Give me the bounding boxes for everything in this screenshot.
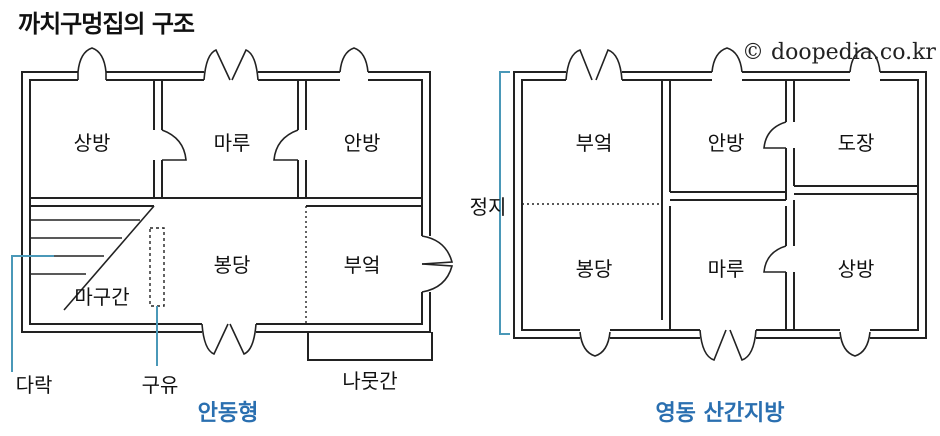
right-room-bueok: 부엌 bbox=[576, 131, 613, 155]
right-room-bongdang: 봉당 bbox=[576, 257, 613, 281]
left-top-door-3 bbox=[339, 47, 369, 84]
right-bottom-door-3 bbox=[839, 326, 871, 357]
guyu-trough bbox=[149, 227, 165, 307]
left-room-anbang: 안방 bbox=[344, 131, 381, 155]
left-floor-plan: 상방 마루 안방 봉당 부엌 마구간 다락 구유 나뭇간 안동형 bbox=[11, 47, 454, 426]
darak-loft bbox=[30, 205, 155, 311]
copyright-notice: © doopedia.co.kr bbox=[742, 40, 936, 65]
left-right-door bbox=[418, 235, 454, 293]
left-top-door-1 bbox=[77, 47, 107, 84]
right-top-door-1 bbox=[565, 49, 623, 84]
right-top-door-3 bbox=[849, 47, 881, 84]
namutgan-annex bbox=[307, 332, 433, 361]
left-room-bueok: 부엌 bbox=[344, 253, 381, 277]
left-room-sangbang: 상방 bbox=[74, 131, 111, 155]
right-room-sangbang: 상방 bbox=[838, 257, 875, 281]
right-bottom-door-2 bbox=[699, 326, 757, 361]
left-room-bongdang: 봉당 bbox=[214, 253, 251, 277]
callout-namutgan: 나뭇간 bbox=[342, 369, 397, 393]
right-floor-plan: 정지 부엌 안방 도장 봉당 마루 상방 영동 산간지방 bbox=[470, 47, 927, 426]
right-inner-wall bbox=[521, 79, 919, 331]
callout-jeongji: 정지 bbox=[470, 195, 507, 219]
left-inner-door-1 bbox=[152, 129, 187, 161]
right-caption: 영동 산간지방 bbox=[655, 401, 784, 426]
left-room-magugan: 마구간 bbox=[74, 285, 129, 309]
left-top-door-2 bbox=[203, 48, 259, 84]
callout-darak: 다락 bbox=[16, 373, 53, 397]
right-room-dojang: 도장 bbox=[838, 131, 875, 155]
diagram-title: 까치구멍집의 구조 bbox=[18, 10, 195, 38]
right-inner-door-1 bbox=[763, 121, 796, 149]
right-bottom-door-1 bbox=[579, 326, 611, 357]
right-room-anbang: 안방 bbox=[708, 131, 745, 155]
right-outer-wall bbox=[513, 71, 927, 339]
callout-guyu: 구유 bbox=[142, 373, 179, 397]
right-top-door-2 bbox=[711, 47, 743, 84]
left-bottom-door bbox=[201, 320, 257, 356]
darak-leader bbox=[11, 255, 54, 372]
right-room-maru: 마루 bbox=[708, 257, 745, 281]
right-inner-door-2 bbox=[763, 245, 796, 273]
jeongji-bracket bbox=[499, 71, 510, 335]
left-caption: 안동형 bbox=[198, 401, 259, 426]
left-inner-door-2 bbox=[273, 129, 308, 161]
left-room-maru: 마루 bbox=[214, 131, 251, 155]
